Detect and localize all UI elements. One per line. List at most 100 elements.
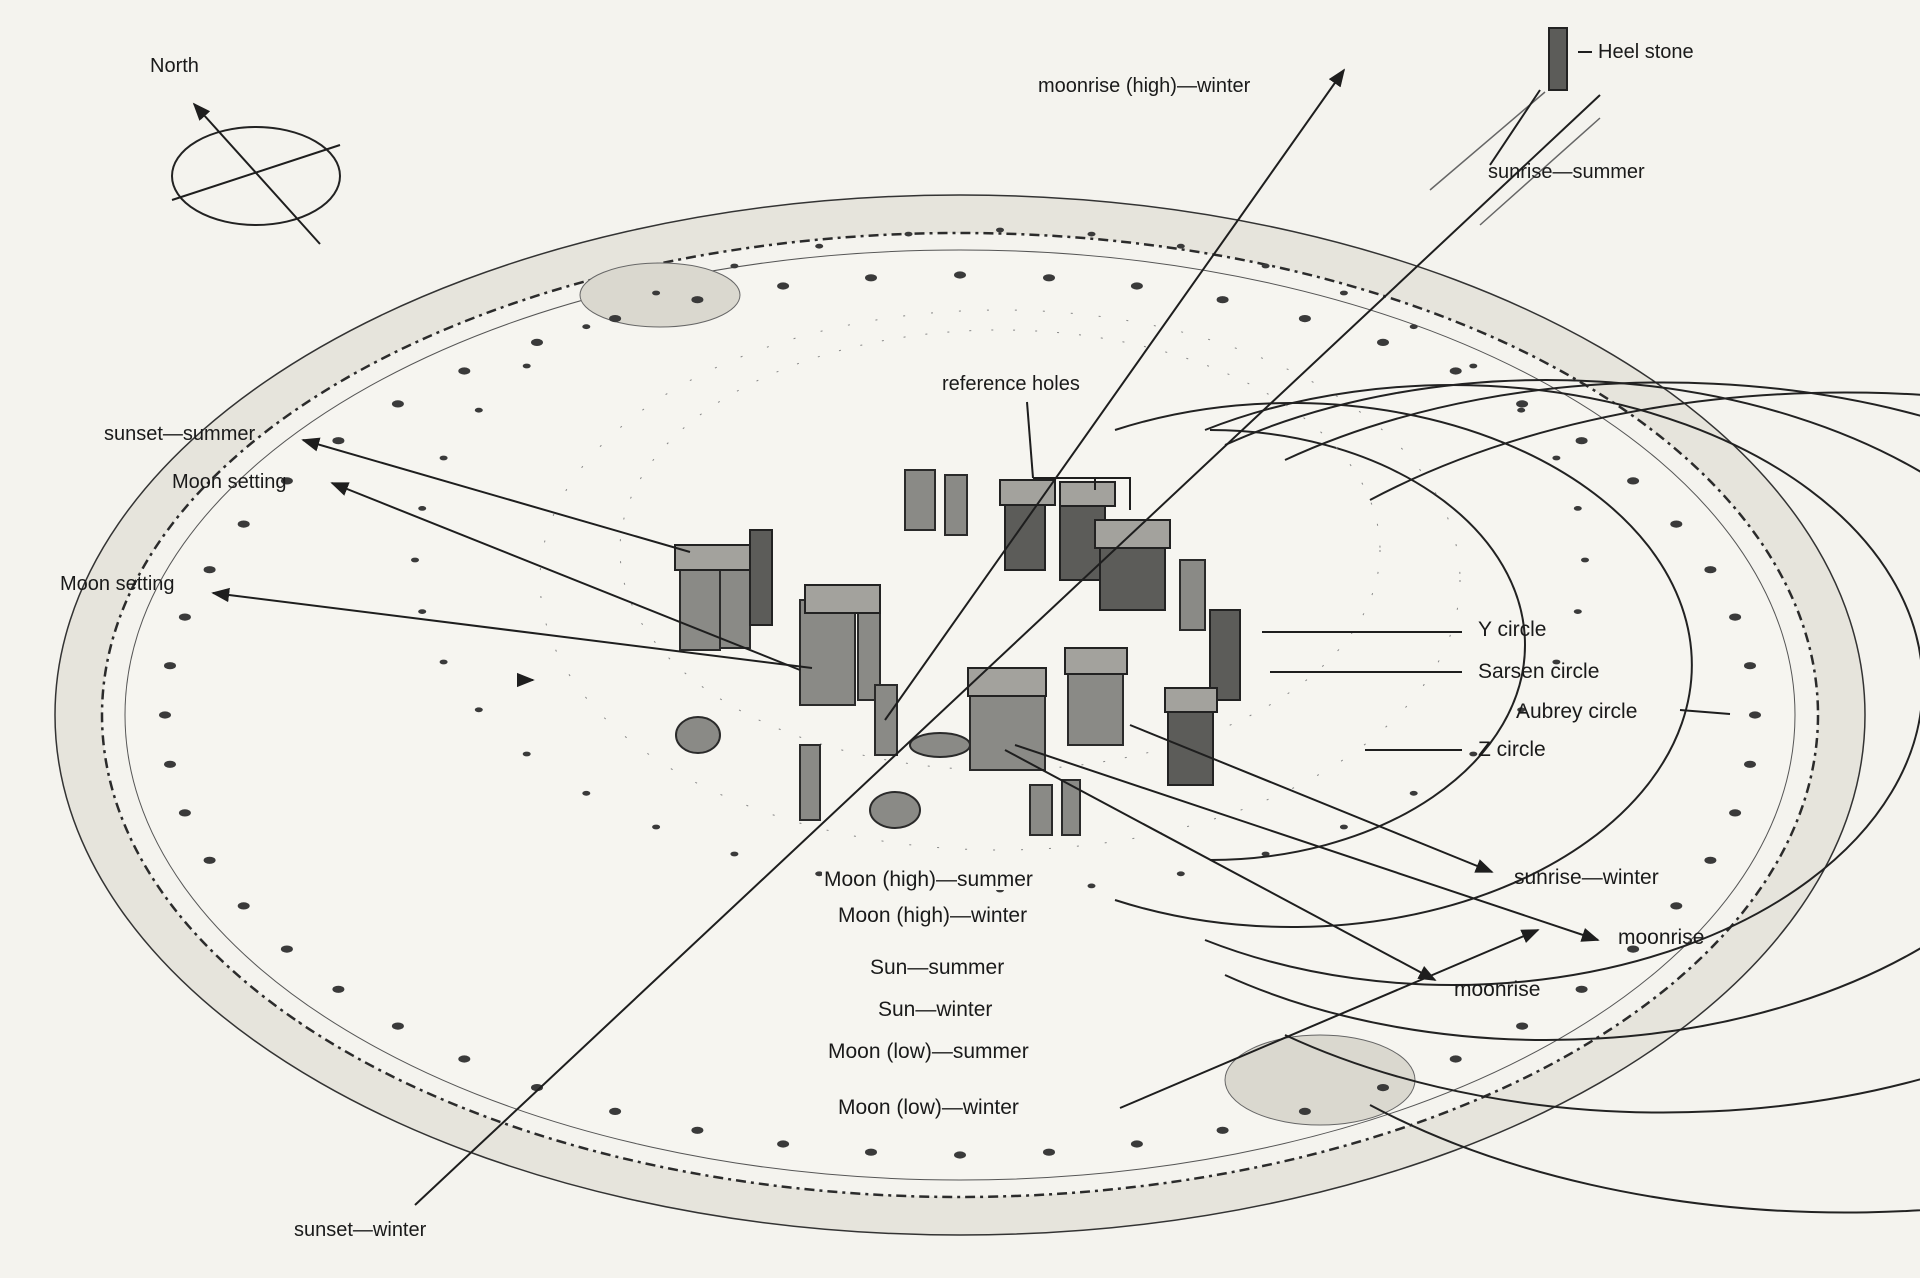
post-hole bbox=[730, 263, 739, 269]
sight-lines bbox=[211, 68, 1731, 1206]
aubrey-hole bbox=[1130, 1140, 1143, 1148]
arc-moon-high-winter bbox=[1114, 402, 1693, 928]
arc-moon-low-summer bbox=[1284, 381, 1920, 1114]
aubrey-hole bbox=[458, 367, 471, 375]
aubrey-hole bbox=[332, 985, 345, 993]
post-hole bbox=[1552, 455, 1561, 461]
arc-label-moon-high-winter: Moon (high)—winter bbox=[838, 904, 1027, 927]
post-hole bbox=[815, 871, 824, 877]
post-hole bbox=[411, 557, 419, 563]
reference-holes-pointer bbox=[1026, 401, 1034, 479]
heel-stone bbox=[1548, 27, 1592, 91]
aubrey-hole bbox=[1298, 315, 1311, 323]
moon-setting-label-1: Moon setting bbox=[172, 471, 287, 493]
north-label: North bbox=[150, 55, 199, 77]
aubrey-hole bbox=[1749, 711, 1761, 719]
aubrey-hole bbox=[1729, 613, 1742, 621]
aubrey-hole bbox=[954, 1151, 966, 1159]
aubrey-hole bbox=[1043, 274, 1055, 282]
heel-stone-label: Heel stone bbox=[1598, 41, 1694, 63]
avenue bbox=[1429, 91, 1601, 226]
arc-sun-winter bbox=[1224, 379, 1920, 1041]
post-hole bbox=[1176, 871, 1185, 877]
aubrey-hole bbox=[1704, 566, 1717, 574]
aubrey-hole bbox=[777, 282, 790, 290]
aubrey-circle-label: Aubrey circle bbox=[1516, 700, 1637, 723]
aubrey-hole bbox=[178, 809, 191, 817]
line-moon-setting-2 bbox=[211, 587, 813, 669]
sunset-winter-label: sunset—winter bbox=[294, 1219, 427, 1241]
post-hole bbox=[1517, 407, 1526, 413]
arc-label-sun-summer: Sun—summer bbox=[870, 956, 1004, 979]
sarsen-circle-label: Sarsen circle bbox=[1478, 660, 1599, 683]
arc-moon-low-winter bbox=[1369, 391, 1920, 1214]
sunrise-winter-label: sunrise—winter bbox=[1514, 866, 1659, 889]
post-hole bbox=[1409, 790, 1418, 796]
aubrey-hole bbox=[203, 856, 216, 864]
aubrey-hole bbox=[954, 271, 966, 279]
aubrey-hole bbox=[1377, 338, 1389, 346]
post-hole bbox=[1517, 707, 1526, 713]
post-hole bbox=[439, 455, 448, 461]
aubrey-hole bbox=[1627, 945, 1640, 953]
aubrey-hole bbox=[531, 1084, 543, 1092]
line-moon-setting-1 bbox=[330, 482, 801, 671]
aubrey-hole bbox=[1670, 520, 1683, 528]
line-moonrise-right bbox=[1014, 744, 1600, 942]
arc-moon-high-summer bbox=[1209, 429, 1526, 861]
arc-label-moon-low-winter: Moon (low)—winter bbox=[838, 1096, 1019, 1119]
post-hole bbox=[904, 231, 913, 237]
line-solstice-axis bbox=[414, 94, 1601, 1206]
aubrey-hole bbox=[691, 1126, 704, 1134]
post-hole bbox=[1409, 324, 1418, 330]
post-hole bbox=[730, 851, 739, 857]
post-hole bbox=[1573, 609, 1582, 614]
aubrey-hole bbox=[531, 338, 543, 346]
aubrey-hole bbox=[1516, 1022, 1529, 1030]
sunrise-summer-label: sunrise—summer bbox=[1488, 161, 1645, 183]
post-hole bbox=[1176, 243, 1185, 249]
aubrey-hole bbox=[164, 662, 176, 670]
line-sunset-summer bbox=[301, 437, 691, 553]
y-circle-label: Y circle bbox=[1478, 618, 1546, 641]
moonrise-center-label: moonrise bbox=[1454, 978, 1540, 1001]
arc-label-sun-winter: Sun—winter bbox=[878, 998, 992, 1021]
arc-sun-summer bbox=[1204, 384, 1920, 986]
aubrey-hole bbox=[1516, 400, 1529, 408]
aubrey-hole bbox=[865, 274, 877, 282]
aubrey-hole bbox=[1575, 985, 1588, 993]
aubrey-hole bbox=[1216, 1126, 1229, 1134]
aubrey-hole bbox=[391, 1022, 404, 1030]
aubrey-hole bbox=[237, 902, 250, 910]
post-hole bbox=[1261, 851, 1270, 857]
post-hole bbox=[474, 707, 483, 713]
post-hole bbox=[1469, 751, 1478, 757]
inner-hole-circles bbox=[539, 309, 1461, 851]
post-hole bbox=[996, 227, 1004, 233]
z-circle-label: Z circle bbox=[1478, 738, 1546, 761]
line-moonrise-high-winter bbox=[884, 68, 1346, 721]
post-hole bbox=[418, 506, 427, 511]
aubrey-hole bbox=[1449, 1055, 1462, 1063]
sunset-summer-label: sunset—summer bbox=[104, 423, 255, 445]
moonrise-right-label: moonrise bbox=[1618, 926, 1704, 949]
post-hole bbox=[1339, 290, 1348, 296]
labels: North Heel stone moonrise (high)—winter … bbox=[60, 41, 1704, 1241]
line-sunrise-winter bbox=[1129, 724, 1494, 873]
post-hole bbox=[1581, 557, 1589, 563]
aubrey-hole bbox=[1298, 1107, 1311, 1115]
post-hole bbox=[522, 751, 531, 757]
post-hole bbox=[418, 609, 427, 614]
post-hole bbox=[1087, 231, 1096, 237]
post-hole bbox=[582, 324, 591, 330]
aubrey-hole bbox=[159, 711, 171, 719]
aubrey-hole bbox=[1575, 437, 1588, 445]
post-hole bbox=[1552, 659, 1561, 665]
post-hole bbox=[652, 290, 661, 296]
aubrey-hole bbox=[391, 400, 404, 408]
aubrey-hole bbox=[332, 437, 345, 445]
post-hole bbox=[1261, 263, 1270, 269]
aubrey-hole bbox=[609, 1107, 622, 1115]
post-hole bbox=[1573, 506, 1582, 511]
